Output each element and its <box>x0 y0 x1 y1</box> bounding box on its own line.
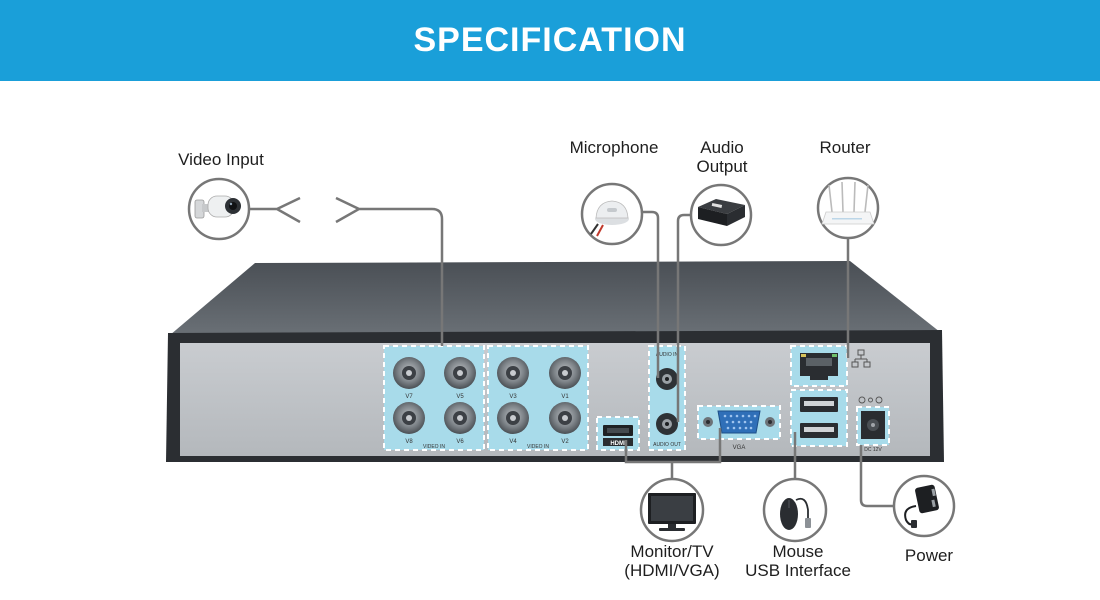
video-in-label-left: VIDEO IN <box>423 444 445 450</box>
video-input-label: Video Input <box>178 150 264 169</box>
lan-port <box>790 345 871 387</box>
audio-box-icon <box>689 183 753 247</box>
hdmi-port: HDMI <box>596 416 640 451</box>
network-symbol-icon <box>851 349 871 368</box>
audio-output-line <box>676 213 692 422</box>
audio-ports: AUDIO IN AUDIO OUT <box>648 345 686 451</box>
bnc-port <box>393 402 425 434</box>
bullet-camera-icon <box>187 177 251 241</box>
power-label: Power <box>904 546 954 565</box>
bnc-label: V5 <box>456 394 464 400</box>
page-title: SPECIFICATION <box>413 21 687 59</box>
video-input-ports: V7 V5 V3 V1 V8 V6 V4 V2 VIDEO IN VIDEO I… <box>383 345 589 451</box>
connector-lines <box>250 196 893 508</box>
audio-in-jack <box>656 368 678 390</box>
bnc-port <box>444 402 476 434</box>
audio-out-label: AUDIO OUT <box>653 442 681 448</box>
bnc-label: V7 <box>405 394 413 400</box>
bnc-label: V4 <box>509 439 517 445</box>
monitor-icon <box>639 477 705 543</box>
bnc-port <box>497 402 529 434</box>
bnc-port <box>393 357 425 389</box>
dc-label: DC 12V <box>864 447 882 453</box>
power-adapter-icon <box>892 474 956 538</box>
monitor-line <box>624 428 722 480</box>
video-in-label-right: VIDEO IN <box>527 444 549 450</box>
power-port: DC 12V <box>856 396 890 453</box>
monitor-tv-label: Monitor/TV (HDMI/VGA) <box>624 542 720 580</box>
audio-output-label: Audio Output <box>696 138 748 176</box>
usb-ports <box>790 389 848 447</box>
router-icon <box>816 176 880 240</box>
header-banner: SPECIFICATION <box>0 0 1100 81</box>
bnc-label: V6 <box>456 439 464 445</box>
microphone-label: Microphone <box>569 138 659 157</box>
dvr-top-surface <box>170 261 940 335</box>
router-label: Router <box>819 138 871 157</box>
bnc-label: V2 <box>561 439 569 445</box>
microphone-icon <box>580 182 644 246</box>
audio-in-label: AUDIO IN <box>656 352 679 358</box>
polarity-symbol-icon <box>858 396 883 404</box>
bnc-label: V1 <box>561 394 569 400</box>
bnc-port <box>497 357 529 389</box>
hdmi-label: HDMI <box>610 441 626 447</box>
bnc-label: V8 <box>405 439 413 445</box>
video-cable-line <box>250 196 301 224</box>
bnc-port <box>549 357 581 389</box>
vga-label: VGA <box>733 445 746 451</box>
microphone-line <box>640 210 660 378</box>
power-line <box>859 445 893 508</box>
vga-port: VGA <box>697 405 781 451</box>
mouse-icon <box>762 477 828 543</box>
bnc-port <box>549 402 581 434</box>
bnc-label: V3 <box>509 394 517 400</box>
video-cable-line <box>335 196 444 346</box>
audio-out-jack <box>656 413 678 435</box>
bnc-port <box>444 357 476 389</box>
mouse-usb-label: Mouse USB Interface <box>745 542 851 580</box>
